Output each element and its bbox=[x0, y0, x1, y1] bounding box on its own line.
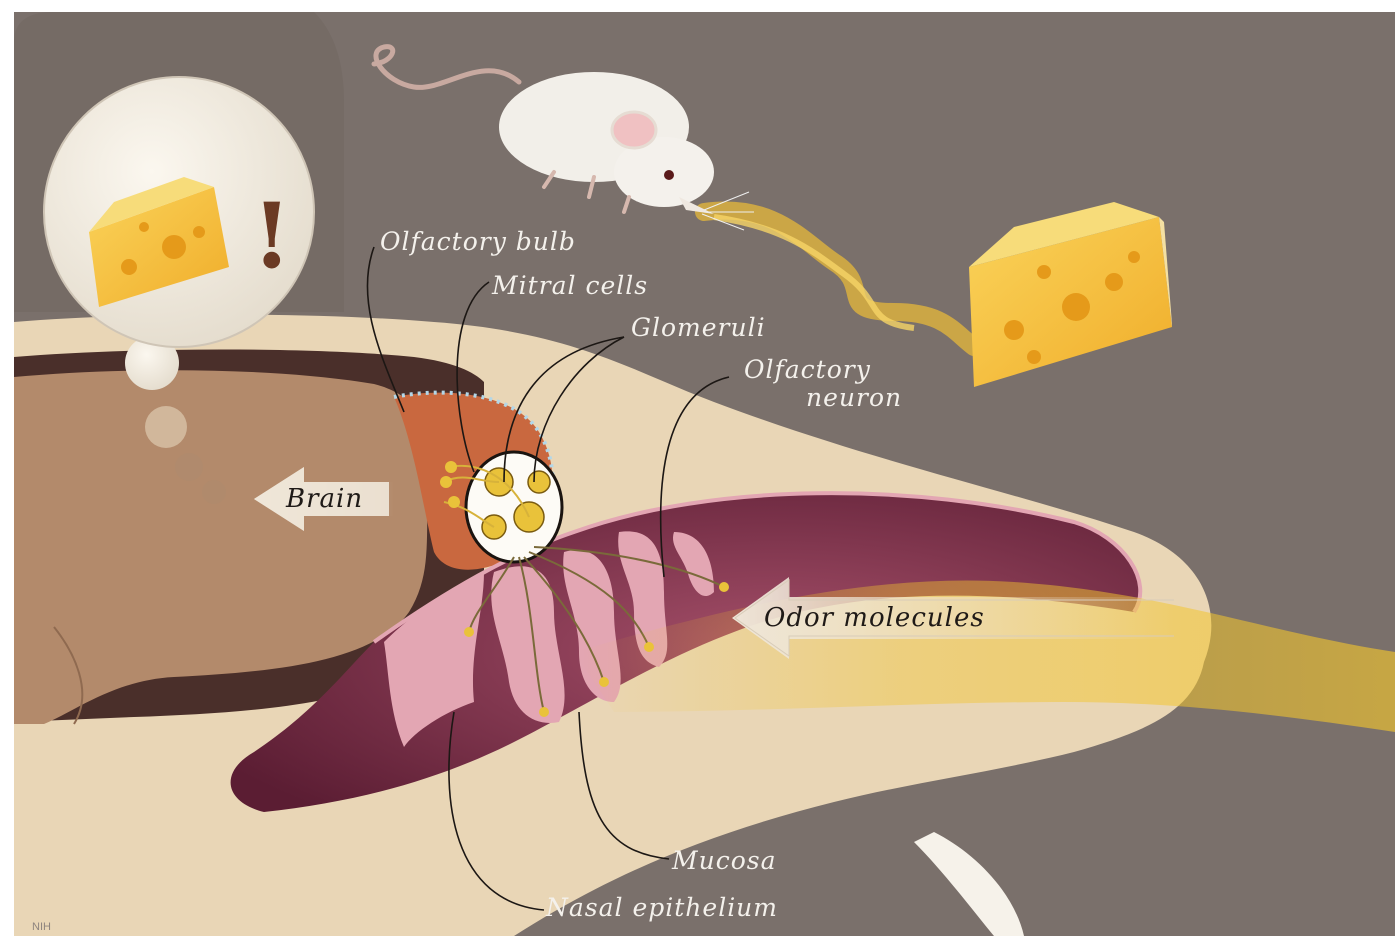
cheese-hole bbox=[1062, 293, 1090, 321]
cheese-hole bbox=[1037, 265, 1051, 279]
label-brain: Brain bbox=[285, 484, 363, 514]
cheese-hole bbox=[1004, 320, 1024, 340]
mouse-ear bbox=[612, 112, 656, 148]
olfaction-diagram: ! Olfactory bulb Mitral cells Glomeruli … bbox=[14, 12, 1395, 936]
mitral-cell bbox=[440, 476, 452, 488]
neuron-cell bbox=[719, 582, 729, 592]
mitral-cell bbox=[445, 461, 457, 473]
label-glomeruli: Glomeruli bbox=[631, 313, 766, 342]
cheese-hole bbox=[1105, 273, 1123, 291]
cheese-hole bbox=[1128, 251, 1140, 263]
illustration-stage: ! Olfactory bulb Mitral cells Glomeruli … bbox=[14, 12, 1395, 936]
label-nasal-epithelium: Nasal epithelium bbox=[545, 893, 778, 922]
thought-dot bbox=[175, 453, 203, 481]
label-olfactory-bulb: Olfactory bulb bbox=[380, 227, 576, 256]
neuron-cell bbox=[539, 707, 549, 717]
label-olfactory-neuron-line1: Olfactory bbox=[744, 355, 871, 384]
mouse-eye bbox=[664, 170, 674, 180]
glomerulus bbox=[528, 471, 550, 493]
label-mitral-cells: Mitral cells bbox=[491, 271, 648, 300]
thought-dot bbox=[145, 406, 187, 448]
label-odor-molecules: Odor molecules bbox=[764, 603, 985, 633]
mitral-cell bbox=[448, 496, 460, 508]
neuron-cell bbox=[464, 627, 474, 637]
cheese-hole bbox=[1027, 350, 1041, 364]
thought-dot bbox=[202, 480, 226, 504]
exclamation-mark: ! bbox=[252, 183, 292, 289]
label-mucosa: Mucosa bbox=[671, 846, 777, 875]
label-olfactory-neuron-line2: neuron bbox=[806, 383, 902, 412]
signature: NIH bbox=[32, 921, 51, 933]
